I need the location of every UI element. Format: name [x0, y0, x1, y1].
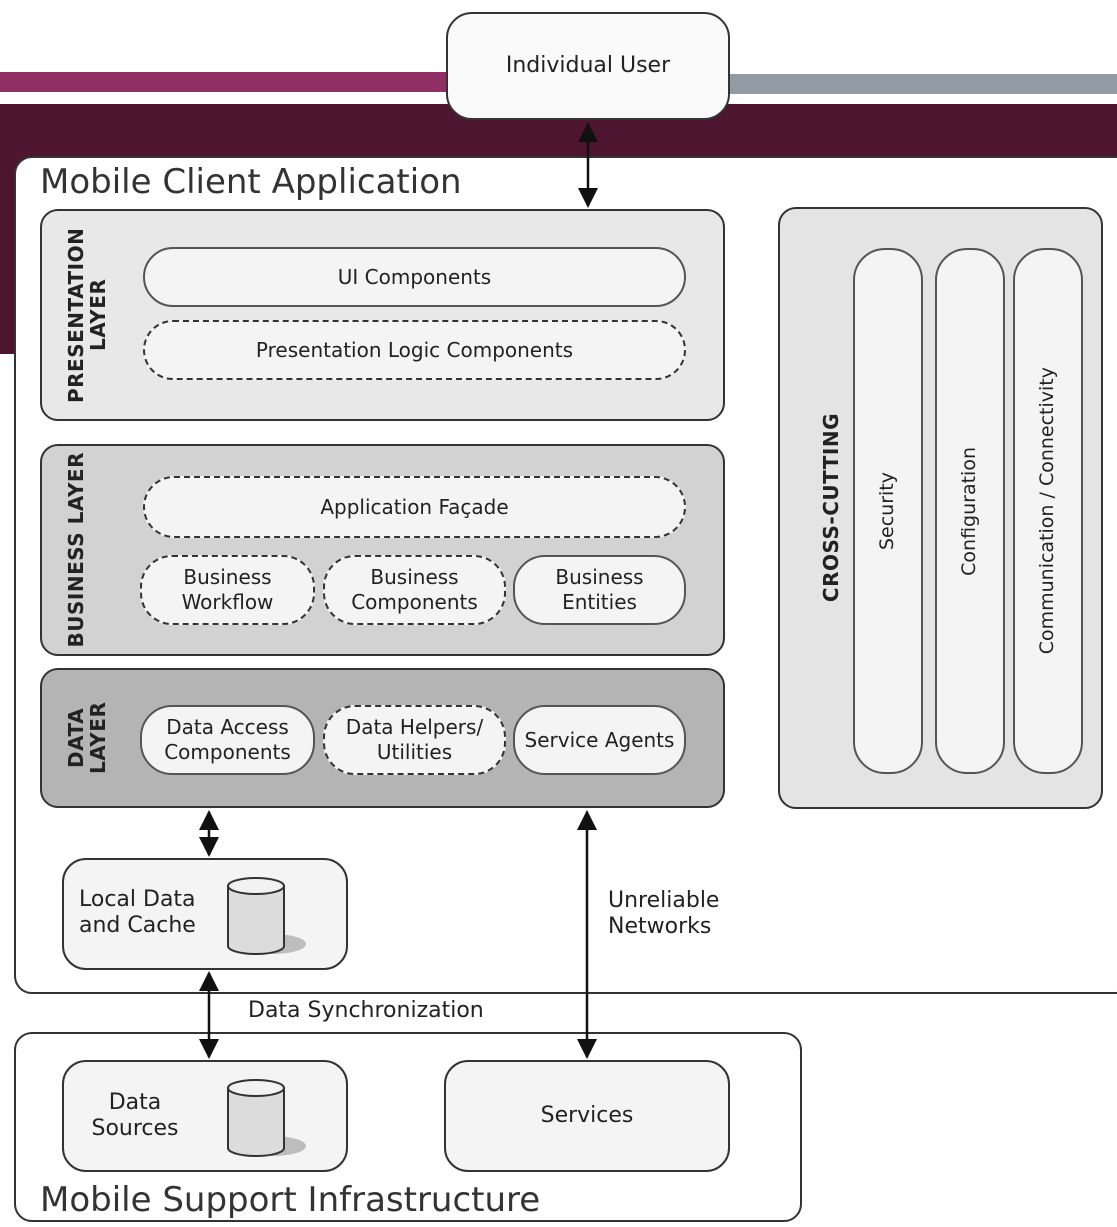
security-column: Security: [853, 248, 923, 774]
services-box: Services: [444, 1060, 730, 1172]
presentation-layer: [40, 209, 725, 421]
data-sources-label: Data Sources: [91, 1089, 179, 1141]
mobile-client-title: Mobile Client Application: [40, 162, 462, 202]
local-data-cache-label: Local Data and Cache: [79, 887, 196, 939]
service-agents: Service Agents: [513, 705, 686, 775]
grey-bar: [720, 74, 1117, 94]
local-data-cache-box: [62, 858, 348, 970]
ui-components: UI Components: [143, 247, 686, 307]
unreliable-networks-label: Unreliable Networks: [608, 888, 720, 940]
application-facade: Application Façade: [143, 476, 686, 538]
database-icon: [227, 877, 306, 955]
database-icon: [227, 1079, 306, 1157]
data-helpers-utilities: Data Helpers/ Utilities: [323, 705, 506, 775]
configuration-column: Configuration: [935, 248, 1005, 774]
individual-user: Individual User: [446, 12, 730, 120]
support-infrastructure-title: Mobile Support Infrastructure: [40, 1180, 541, 1220]
data-synchronization-label: Data Synchronization: [248, 998, 484, 1023]
business-components: Business Components: [323, 555, 506, 625]
data-sources-box: [62, 1060, 348, 1172]
business-workflow: Business Workflow: [140, 555, 315, 625]
accent-bar: [0, 72, 470, 92]
data-access-components: Data Access Components: [140, 705, 315, 775]
presentation-logic-components: Presentation Logic Components: [143, 320, 686, 380]
business-entities: Business Entities: [513, 555, 686, 625]
communication-column: Communication / Connectivity: [1013, 248, 1083, 774]
